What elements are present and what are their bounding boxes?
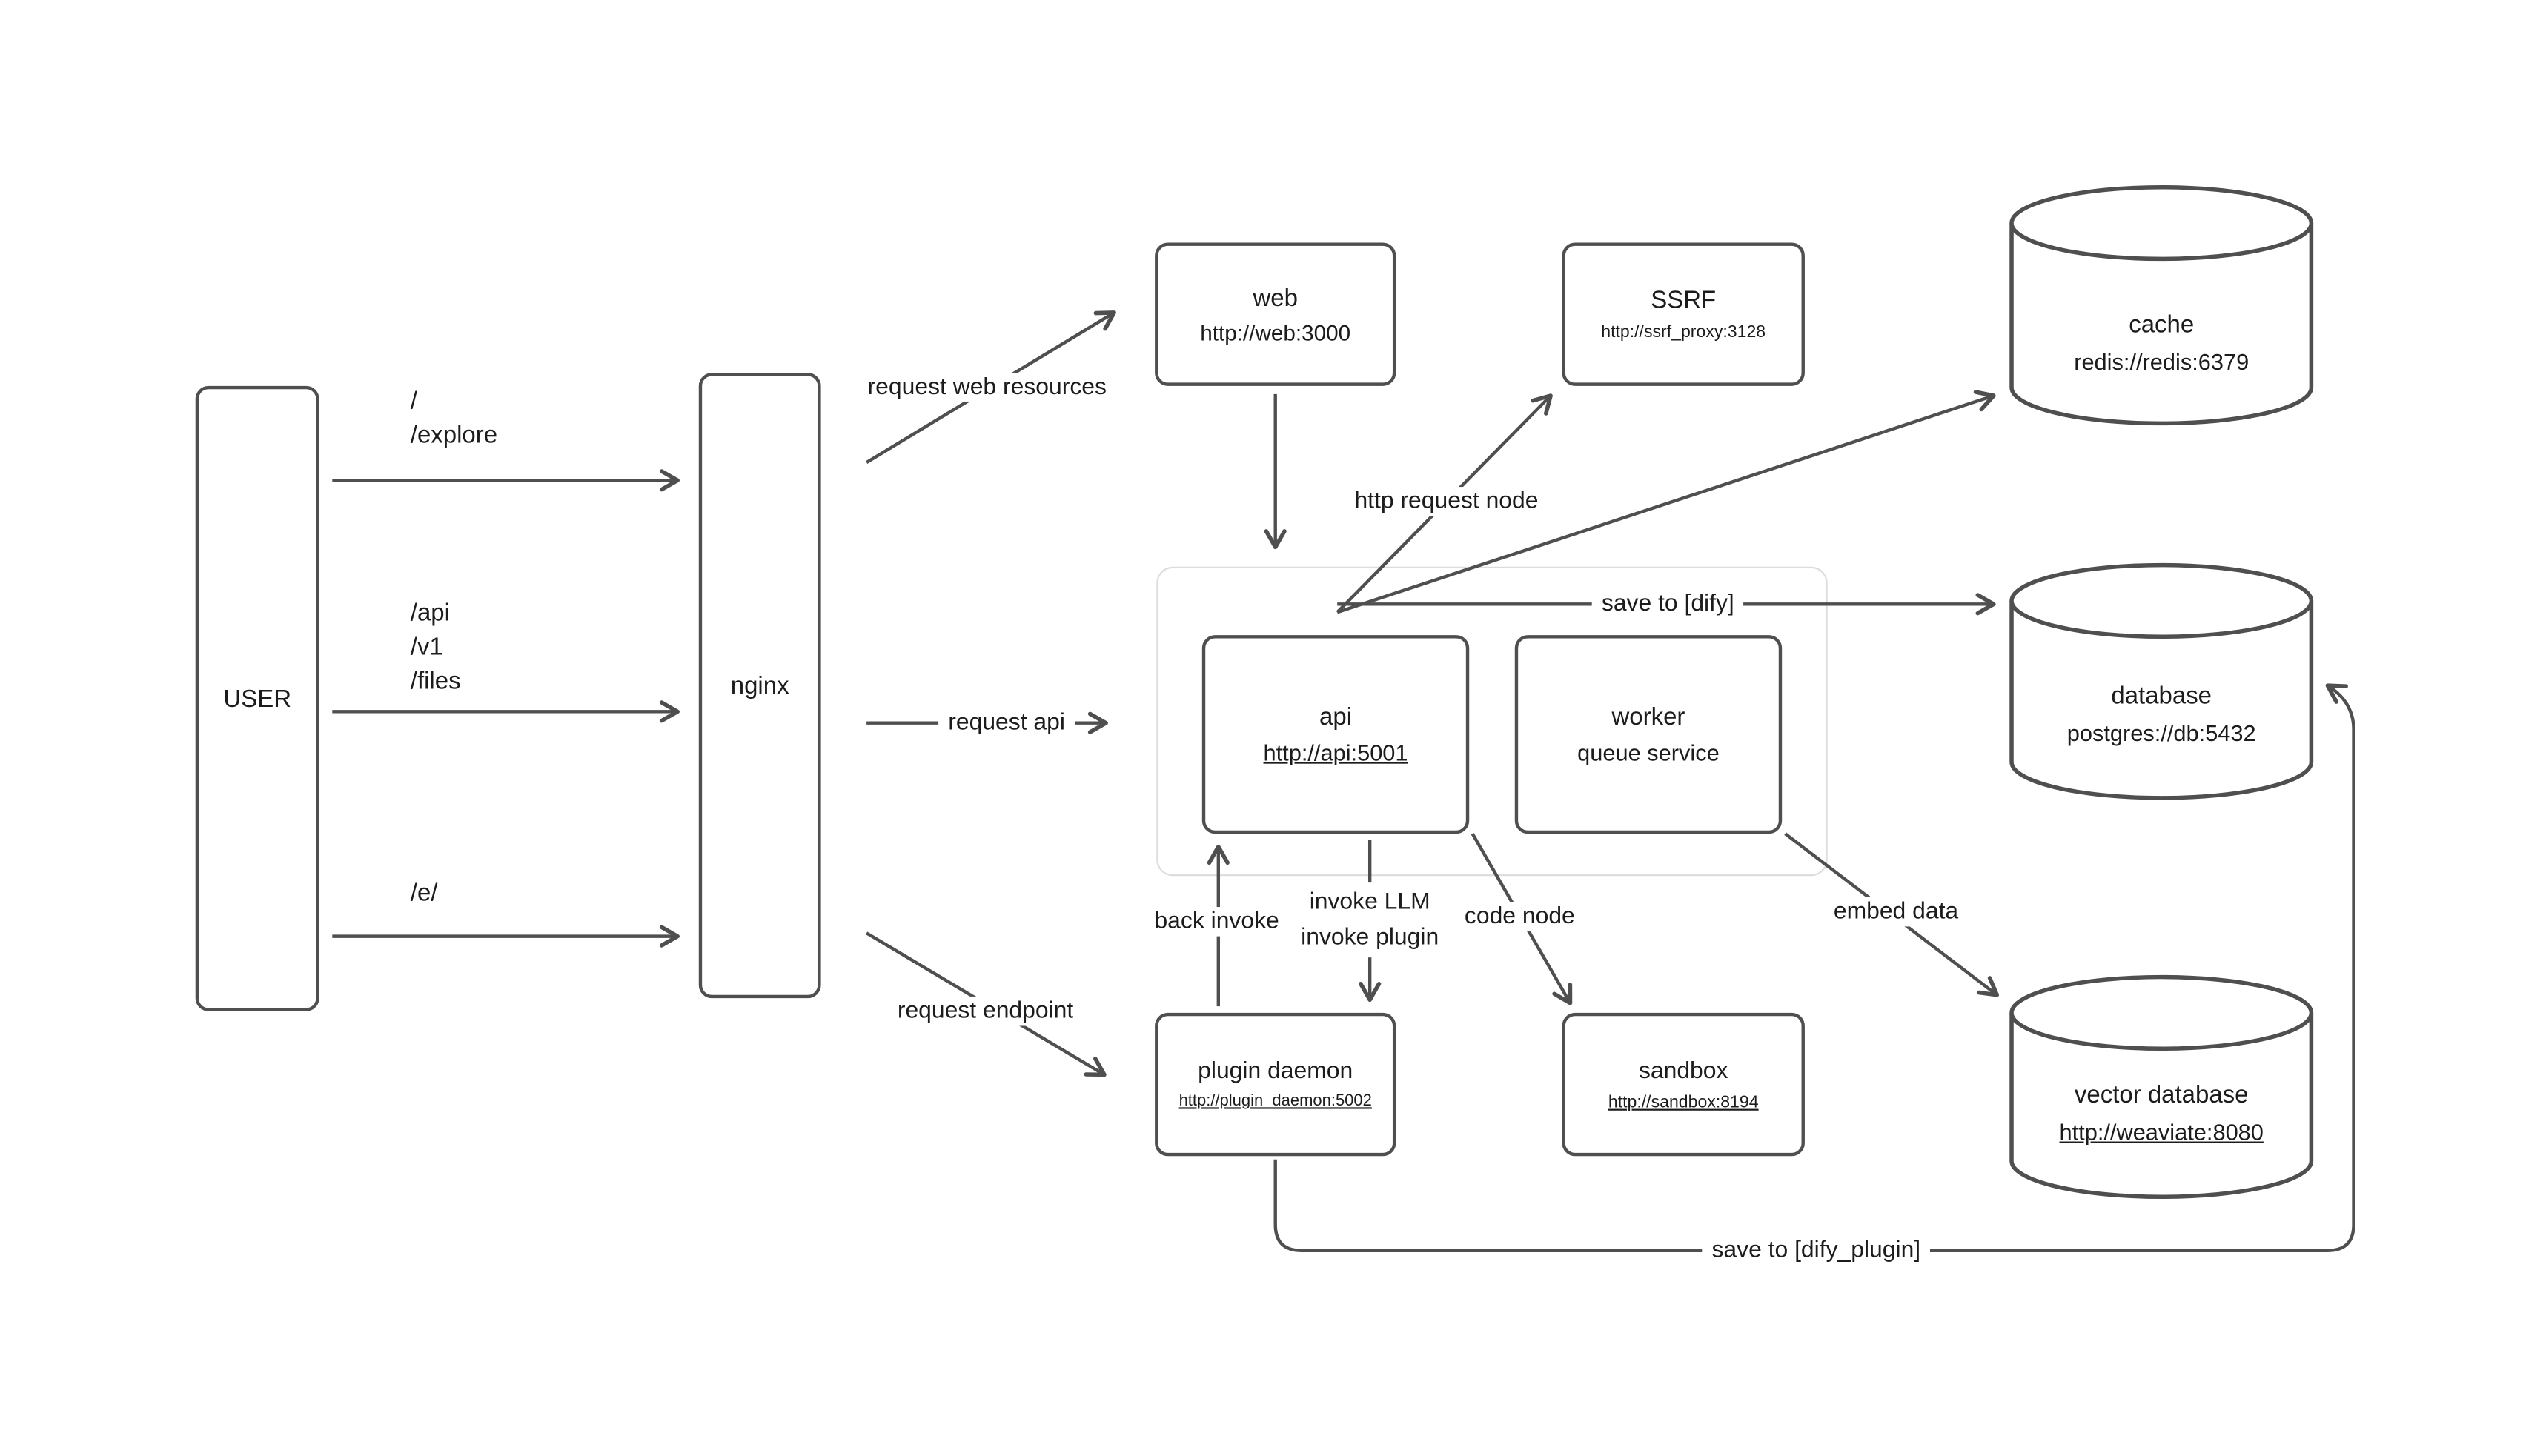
node-plugin-daemon-title: plugin daemon	[1198, 1058, 1353, 1085]
edge-label-user-root: / /explore	[411, 385, 497, 453]
node-vector-database-title: vector database	[2074, 1081, 2249, 1109]
route-label-line: /	[410, 388, 417, 416]
route-label-line: /files	[410, 668, 461, 696]
edge-label-invoke-llm: invoke LLM	[1309, 888, 1430, 916]
node-cache-url: redis://redis:6379	[2074, 348, 2250, 375]
node-vector-database-label: vector database http://weaviate:8080	[2060, 1078, 2264, 1150]
node-cache-title: cache	[2129, 310, 2195, 339]
node-sandbox: sandbox http://sandbox:8194	[1562, 1012, 1805, 1157]
edge-label-invoke: invoke LLM invoke plugin	[1290, 882, 1449, 958]
edge-label-code-node: code node	[1454, 902, 1585, 932]
node-ssrf: SSRF http://ssrf_proxy:3128	[1562, 242, 1805, 386]
route-label-line: /v1	[410, 633, 443, 662]
edge-label-save-to-dify-plugin: save to [dify_plugin]	[1702, 1235, 1931, 1266]
route-label-line: /explore	[410, 422, 498, 450]
node-user: USER	[195, 385, 319, 1011]
route-label-line: /e/	[410, 879, 438, 908]
arrow-api-cache	[1336, 390, 1996, 614]
route-label-line: /api	[410, 599, 450, 628]
node-api-url: http://api:5001	[1263, 739, 1408, 765]
node-database-title: database	[2111, 682, 2212, 711]
edge-label-request-endpoint: request endpoint	[887, 996, 1084, 1026]
node-web-url: http://web:3000	[1200, 319, 1351, 345]
node-worker-subtitle: queue service	[1577, 739, 1720, 765]
api-worker-container	[1156, 566, 1828, 877]
arrow-plugin-daemon-save-database	[1273, 683, 2355, 1252]
node-database-url: postgres://db:5432	[2066, 719, 2256, 746]
node-sandbox-url: http://sandbox:8194	[1608, 1091, 1759, 1111]
cache-cylinder-shape	[2009, 185, 2314, 426]
edge-label-request-web-resources: request web resources	[858, 373, 1117, 402]
node-worker: worker queue service	[1514, 635, 1783, 834]
node-ssrf-url: http://ssrf_proxy:3128	[1601, 322, 1766, 342]
edge-label-http-request-node: http request node	[1345, 487, 1548, 516]
node-user-label: USER	[223, 685, 292, 713]
vector-database-cylinder-shape	[2009, 974, 2314, 1199]
node-vector-database-url: http://weaviate:8080	[2059, 1118, 2264, 1145]
node-ssrf-title: SSRF	[1651, 286, 1717, 315]
edge-label-request-api: request api	[938, 708, 1075, 738]
node-api-title: api	[1319, 703, 1353, 731]
edge-label-back-invoke: back invoke	[1144, 907, 1289, 937]
edge-label-user-api: /api /v1 /files	[411, 596, 461, 698]
node-plugin-daemon-url: http://plugin_daemon:5002	[1178, 1092, 1372, 1111]
node-database-label: database postgres://db:5432	[2067, 679, 2256, 751]
edge-label-embed-data: embed data	[1823, 897, 1969, 927]
node-api: api http://api:5001	[1201, 635, 1470, 834]
node-sandbox-title: sandbox	[1638, 1057, 1728, 1084]
node-cache-label: cache redis://redis:6379	[2074, 308, 2249, 379]
database-cylinder-shape	[2009, 562, 2314, 800]
edge-label-save-to-dify: save to [dify]	[1591, 589, 1744, 619]
node-web: web http://web:3000	[1155, 242, 1396, 386]
node-nginx: nginx	[698, 373, 821, 999]
edge-label-user-e: /e/	[411, 876, 438, 910]
node-web-title: web	[1253, 284, 1298, 312]
node-worker-title: worker	[1611, 703, 1685, 731]
edge-label-invoke-plugin: invoke plugin	[1301, 925, 1439, 951]
node-nginx-label: nginx	[730, 671, 789, 699]
node-plugin-daemon: plugin daemon http://plugin_daemon:5002	[1155, 1012, 1396, 1157]
